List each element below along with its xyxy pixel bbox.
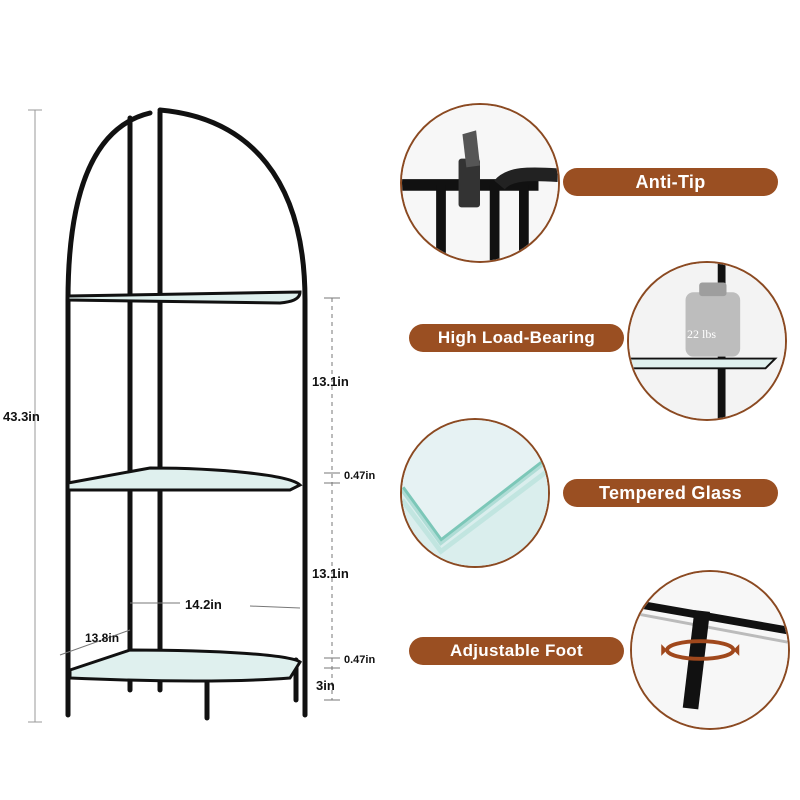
width-front-label: 14.2in xyxy=(185,597,222,612)
foot-height-label: 3in xyxy=(316,678,335,693)
glass-edge-icon xyxy=(402,420,548,566)
tempered-glass-circle xyxy=(400,418,550,568)
glass-shelf-bottom xyxy=(68,648,303,683)
weight-icon xyxy=(629,263,785,419)
load-bearing-label: High Load-Bearing xyxy=(409,324,624,352)
width-side-label: 13.8in xyxy=(85,631,120,645)
glass-shelf-top xyxy=(66,290,302,305)
anti-tip-circle xyxy=(400,103,560,263)
width-dimension-lines xyxy=(59,602,301,656)
top-gap-label: 13.1in xyxy=(312,374,349,389)
glass-shelf-middle xyxy=(66,466,303,492)
rotate-foot-icon xyxy=(632,572,788,728)
adjustable-foot-circle xyxy=(630,570,790,730)
shelf-thickness-label-2: 0.47in xyxy=(344,654,376,666)
height-dimension-line xyxy=(28,109,42,723)
load-bearing-circle xyxy=(627,261,787,421)
shelf-thickness-label-1: 0.47in xyxy=(344,470,376,482)
total-height-label: 43.3in xyxy=(3,409,40,424)
adjustable-foot-label: Adjustable Foot xyxy=(409,637,624,665)
tempered-glass-label: Tempered Glass xyxy=(563,479,778,507)
shelf-frame xyxy=(65,107,308,721)
anti-tip-label: Anti-Tip xyxy=(563,168,778,196)
weight-text: 22 lbs xyxy=(687,327,717,341)
vertical-dimension-lines xyxy=(324,297,340,701)
anti-tip-bracket-icon xyxy=(402,105,558,261)
bottom-gap-label: 13.1in xyxy=(312,566,349,581)
